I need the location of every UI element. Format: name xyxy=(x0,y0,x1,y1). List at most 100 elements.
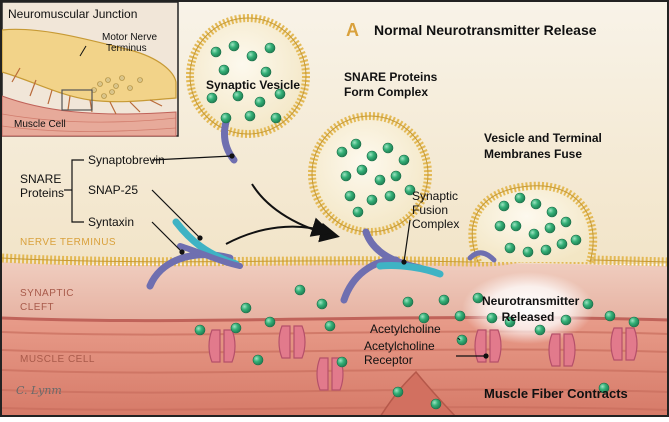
label-synaptic-cleft-line1: SYNAPTIC xyxy=(20,288,75,299)
neurotransmitter-molecule xyxy=(560,314,572,326)
neurotransmitter-molecule xyxy=(274,88,286,100)
label-snare-proteins-line2: Proteins xyxy=(20,186,65,200)
label-fuse-line2: Membranes Fuse xyxy=(484,147,583,161)
neurotransmitter-molecule xyxy=(544,222,556,234)
snare-complex-docked xyxy=(340,228,444,304)
inset-motor-nerve-line1: Motor Nerve xyxy=(102,32,158,43)
neurotransmitter-molecule xyxy=(316,298,328,310)
label-nt-released-line1: Neurotransmitter xyxy=(482,294,580,308)
neurotransmitter-molecule xyxy=(366,194,378,206)
neurotransmitter-molecule xyxy=(254,96,266,108)
label-muscle-contracts: Muscle Fiber Contracts xyxy=(484,386,628,401)
label-fusion-line1: Synaptic xyxy=(412,189,459,203)
neurotransmitter-molecule xyxy=(570,234,582,246)
neurotransmitter-molecule xyxy=(604,310,616,322)
label-ach-receptor-line1: Acetylcholine xyxy=(364,339,435,353)
arrow-proteins-to-complex xyxy=(225,217,332,245)
neurotransmitter-molecule xyxy=(404,184,416,196)
neurotransmitter-molecule xyxy=(240,302,252,314)
label-synaptic-cleft-line2: CLEFT xyxy=(20,302,55,313)
snare-complex-free xyxy=(146,218,243,290)
neurotransmitter-molecule xyxy=(504,242,516,254)
neurotransmitter-molecule xyxy=(382,142,394,154)
inset-muscle-cell: Muscle Cell xyxy=(14,119,66,130)
release-glow xyxy=(462,272,594,344)
neurotransmitter-molecule xyxy=(456,334,468,346)
neurotransmitter-molecule xyxy=(514,192,526,204)
neurotransmitter-molecule xyxy=(598,382,610,394)
neurotransmitter-molecule xyxy=(510,220,522,232)
neurotransmitter-molecule xyxy=(582,298,594,310)
neurotransmitter-molecule xyxy=(530,198,542,210)
neurotransmitter-molecule xyxy=(528,228,540,240)
neurotransmitter-molecule xyxy=(546,206,558,218)
label-snap25: SNAP-25 xyxy=(88,183,139,197)
neurotransmitter-molecule xyxy=(504,316,516,328)
neurotransmitter-molecule xyxy=(270,112,282,124)
neurotransmitter-molecule xyxy=(206,92,218,104)
neurotransmitter-molecule xyxy=(494,220,506,232)
neurotransmitter-molecule xyxy=(384,190,396,202)
synaptic-vesicle-1 xyxy=(186,14,310,138)
neurotransmitter-molecule xyxy=(398,154,410,166)
neurotransmitter-molecule xyxy=(392,386,404,398)
neurotransmitter-molecule xyxy=(430,398,442,410)
label-snare-proteins-line1: SNARE xyxy=(20,172,62,186)
neurotransmitter-molecule xyxy=(374,174,386,186)
label-acetylcholine: Acetylcholine xyxy=(370,322,441,336)
label-nerve-terminus: NERVE TERMINUS xyxy=(20,237,117,248)
neurotransmitter-molecule xyxy=(252,354,264,366)
label-fuse-line1: Vesicle and Terminal xyxy=(484,131,602,145)
neuromuscular-junction-inset xyxy=(1,1,179,137)
neurotransmitter-molecule xyxy=(472,292,484,304)
neurotransmitter-molecule xyxy=(260,66,272,78)
neurotransmitter-molecule xyxy=(438,294,450,306)
neurotransmitter-molecule xyxy=(336,146,348,158)
neurotransmitter-molecule xyxy=(350,138,362,150)
neurotransmitter-molecule xyxy=(230,322,242,334)
label-pointers xyxy=(64,153,489,359)
label-fusion-line2: Fusion xyxy=(412,203,449,217)
label-synaptic-vesicle: Synaptic Vesicle xyxy=(206,78,301,92)
neurotransmitter-molecule xyxy=(352,206,364,218)
figure-title: Normal Neurotransmitter Release xyxy=(374,22,597,38)
artist-signature: C. Lynm xyxy=(16,384,62,397)
label-snare-form-line2: Form Complex xyxy=(344,85,429,99)
label-syntaxin: Syntaxin xyxy=(88,215,135,229)
neurotransmitter-molecule xyxy=(336,356,348,368)
neurotransmitter-molecule xyxy=(540,244,552,256)
label-snare-form-line1: SNARE Proteins xyxy=(344,70,438,84)
inset-title: Neuromuscular Junction xyxy=(8,7,138,21)
neurotransmitter-molecule xyxy=(556,238,568,250)
neurotransmitter-molecule xyxy=(264,42,276,54)
neurotransmitter-molecules xyxy=(194,40,640,410)
label-ach-receptor-line2: Receptor xyxy=(364,353,413,367)
neurotransmitter-molecule xyxy=(344,190,356,202)
neurotransmitter-molecule xyxy=(244,110,256,122)
neurotransmitter-molecule xyxy=(498,200,510,212)
label-fusion-line3: Complex xyxy=(412,217,460,231)
label-nt-released-line2: Released xyxy=(501,310,555,324)
synaptic-vesicle-2 xyxy=(308,112,432,236)
panel-letter: A xyxy=(346,20,359,40)
neurotransmitter-molecule xyxy=(534,324,546,336)
neurotransmitter-molecule xyxy=(294,284,306,296)
neurotransmitter-molecule xyxy=(454,310,466,322)
neurotransmitter-molecule xyxy=(390,170,402,182)
inset-motor-nerve-line2: Terminus xyxy=(106,43,147,54)
neurotransmitter-molecule xyxy=(402,296,414,308)
snare-complex-fused xyxy=(467,250,497,263)
neurotransmitter-molecule xyxy=(324,320,336,332)
neurotransmitter-molecule xyxy=(560,216,572,228)
label-muscle-cell: MUSCLE CELL xyxy=(20,354,95,365)
neurotransmitter-molecule xyxy=(218,64,230,76)
neurotransmitter-molecule xyxy=(366,150,378,162)
neurotransmitter-molecule xyxy=(220,112,232,124)
ach-receptors xyxy=(208,325,638,391)
neurotransmitter-molecule xyxy=(418,312,430,324)
neurotransmitter-molecule xyxy=(246,50,258,62)
neurotransmitter-molecule xyxy=(232,90,244,102)
neurotransmitter-molecule xyxy=(194,324,206,336)
